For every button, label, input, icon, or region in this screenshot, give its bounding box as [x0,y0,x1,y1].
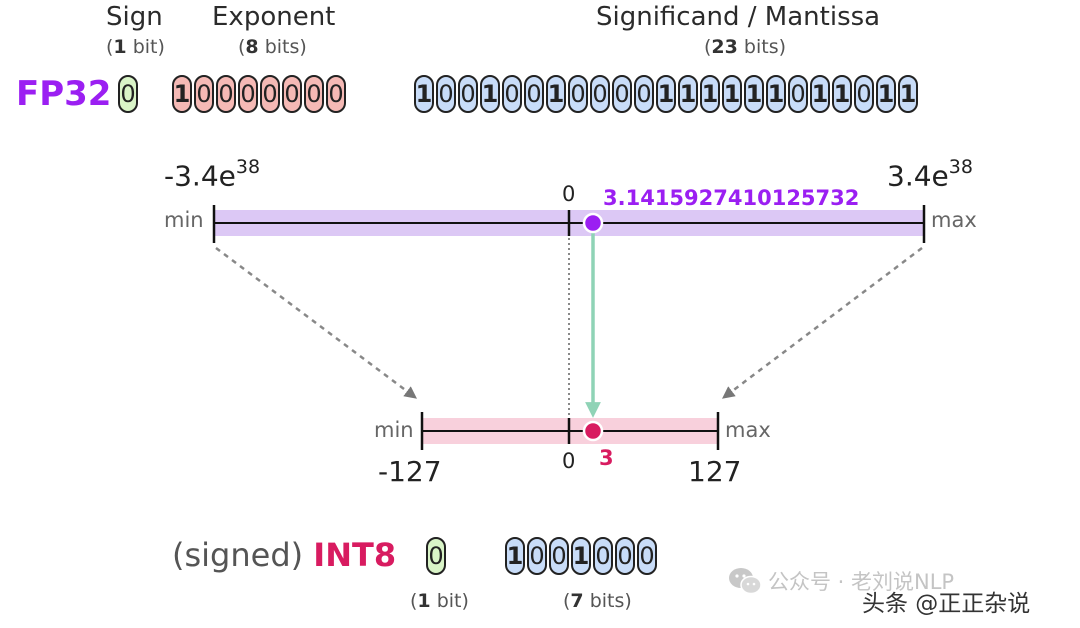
min-mapping-arrow [215,247,417,399]
bit-cell: 0 [590,75,610,113]
bit-cell: 1 [766,75,786,113]
bit-cell: 1 [744,75,764,113]
bit-cell: 0 [238,75,258,113]
int8-zero-label: 0 [562,449,576,473]
fp32-min-label: min [164,208,204,232]
fp32-zero-label: 0 [562,182,576,206]
bit-cell: 0 [260,75,280,113]
bit-cell: 0 [216,75,236,113]
bit-cell: 0 [637,537,657,575]
int8-value-bits-caption: (7 bits) [563,590,632,612]
bit-cell: 1 [722,75,742,113]
fp32-point-value: 3.1415927410125732 [603,186,860,210]
int8-max-label: max [725,418,771,442]
bit-cell: 1 [898,75,918,113]
bit-cell: 0 [304,75,324,113]
fp32-value-point [582,212,604,234]
bit-cell: 1 [414,75,434,113]
exponent-bits-caption: (8 bits) [238,36,307,58]
wechat-icon [729,568,762,595]
bit-cell: 0 [612,75,632,113]
bit-cell: 0 [118,75,138,113]
int8-sign-bits: 0 [426,537,446,575]
toutiao-watermark: 头条 @正正杂说 [862,591,1031,617]
int8-max-value: 127 [688,455,742,488]
bit-cell: 1 [810,75,830,113]
bit-cell: 1 [876,75,896,113]
bit-cell: 0 [194,75,214,113]
bit-cell: 0 [502,75,522,113]
bit-cell: 0 [634,75,654,113]
wechat-watermark-text: 公众号 · 老刘说NLP [768,570,955,594]
bit-cell: 0 [524,75,544,113]
fp32-sign-bits: 0 [118,75,138,113]
fp32-min-value: -3.4e38 [164,156,261,193]
int8-value-point [582,420,604,442]
bit-cell: 1 [571,537,591,575]
int8-min-label: min [374,418,414,442]
bit-cell: 1 [832,75,852,113]
bit-cell: 1 [505,537,525,575]
int8-min-value: -127 [378,455,442,488]
fp32-max-label: max [931,208,977,232]
int8-format-label: (signed) INT8 [172,536,397,574]
fp32-label: FP32 [16,74,112,114]
int8-point-value: 3 [599,446,614,470]
wechat-watermark: 公众号 · 老刘说NLP [728,566,954,596]
bit-cell: 0 [788,75,808,113]
max-mapping-arrow [722,247,923,399]
bit-cell: 0 [593,537,613,575]
bit-cell: 0 [426,537,446,575]
bit-cell: 1 [546,75,566,113]
exponent-header: Exponent [212,2,336,32]
bit-cell: 1 [656,75,676,113]
int8-sign-bits-caption: (1 bit) [410,590,469,612]
mantissa-header: Significand / Mantissa [596,2,881,32]
sign-header: Sign [106,2,163,32]
bit-cell: 0 [854,75,874,113]
sign-bits-caption: (1 bit) [106,36,165,58]
bit-cell: 0 [326,75,346,113]
bit-cell: 0 [527,537,547,575]
bit-cell: 0 [568,75,588,113]
bit-cell: 0 [436,75,456,113]
bit-cell: 1 [480,75,500,113]
bit-cell: 0 [282,75,302,113]
bit-cell: 1 [678,75,698,113]
bit-cell: 1 [700,75,720,113]
bit-cell: 0 [549,537,569,575]
mantissa-bits-caption: (23 bits) [704,36,787,58]
bit-cell: 0 [458,75,478,113]
fp32-max-value: 3.4e38 [887,156,973,193]
bit-cell: 1 [172,75,192,113]
bit-cell: 0 [615,537,635,575]
